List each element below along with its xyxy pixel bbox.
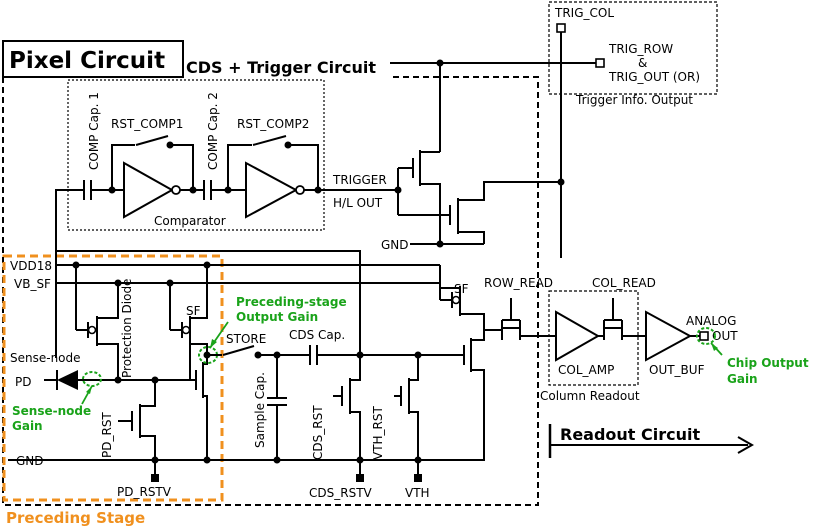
comp-input-wire [55, 189, 84, 358]
hl-out-label: H/L OUT [333, 196, 383, 210]
readout-title: Readout Circuit [560, 425, 701, 444]
out-buf [645, 310, 693, 362]
trig-amp-label: & [638, 56, 647, 70]
rst-comp2-label: RST_COMP2 [237, 117, 309, 131]
cds-cap-label: CDS Cap. [289, 328, 345, 342]
trig-col-label: TRIG_COL [554, 6, 614, 20]
pd-diode [57, 370, 78, 390]
rst-comp1-label: RST_COMP1 [111, 117, 183, 131]
trig-row-pad [595, 58, 605, 68]
pixel-boundary [2, 76, 539, 506]
cds-trigger-title: CDS + Trigger Circuit [186, 58, 376, 77]
vb-sf-label: VB_SF [14, 277, 51, 291]
preceding-stage-box [2, 254, 224, 502]
analog-label: ANALOG [686, 314, 736, 328]
rst-comp1-switch [135, 135, 169, 146]
comparator-inverter-1 [123, 161, 175, 219]
chip-gain-label-2: Gain [727, 372, 758, 386]
preceding-stage-label: Preceding Stage [6, 509, 145, 527]
pixel-circuit-title-box [2, 40, 184, 78]
analog-out-pad [699, 331, 709, 341]
store-switch [222, 345, 255, 356]
protection-diode-label: Protection Diode [120, 279, 134, 378]
vdd18-label: VDD18 [10, 259, 52, 273]
sense-node-label: Sense-node [10, 351, 81, 365]
comparator-inverter-2 [245, 161, 299, 219]
preceding-gain-label-2: Output Gain [236, 310, 318, 324]
column-readout-box [548, 290, 639, 386]
trig-out-label: TRIG_OUT (OR) [608, 70, 700, 84]
sf1-label: SF [186, 304, 201, 318]
store-label: STORE [226, 332, 266, 346]
sf2-label: SF [454, 282, 469, 296]
trigger-info-label: Trigger Info. Output [575, 93, 693, 107]
col-amp [555, 310, 601, 362]
pd-rst-label: PD_RST [100, 412, 114, 458]
comparator-label: Comparator [154, 214, 226, 228]
comp-cap1-label: COMP Cap. 1 [87, 92, 101, 170]
comparator-box [67, 79, 325, 231]
chip-gain-label-1: Chip Output [727, 356, 809, 370]
rst-comp2-switch [252, 135, 287, 146]
vth-label: VTH [405, 486, 430, 500]
col-read-label: COL_READ [592, 276, 656, 290]
comp-cap2-label: COMP Cap. 2 [206, 92, 220, 170]
column-readout-label: Column Readout [540, 389, 640, 403]
trig-col-pad [556, 23, 566, 33]
trig-row-label: TRIG_ROW [608, 42, 673, 56]
preceding-gain-label-1: Preceding-stage [236, 295, 347, 309]
gnd-bottom-label: GND [16, 454, 44, 468]
sample-cap-label: Sample Cap. [253, 372, 267, 448]
sense-node-gain-label-2: Gain [12, 419, 43, 433]
col-amp-label: COL_AMP [558, 363, 614, 377]
pd-rstv-label: PD_RSTV [117, 485, 172, 499]
gnd-top-label: GND [381, 238, 409, 252]
cds-rst-label: CDS_RST [311, 405, 325, 460]
row-read-label: ROW_READ [484, 276, 553, 290]
sense-node-gain-label-1: Sense-node [12, 404, 91, 418]
out-label: OUT [712, 329, 738, 343]
chip-gain-marker [696, 327, 716, 345]
vth-rst-label: VTH_RST [371, 405, 385, 460]
out-buf-label: OUT_BUF [649, 363, 705, 377]
trigger-label: TRIGGER [332, 173, 387, 187]
pixel-circuit-title: Pixel Circuit [9, 48, 165, 74]
pd-label: PD [15, 375, 31, 389]
cds-rstv-label: CDS_RSTV [309, 486, 373, 500]
